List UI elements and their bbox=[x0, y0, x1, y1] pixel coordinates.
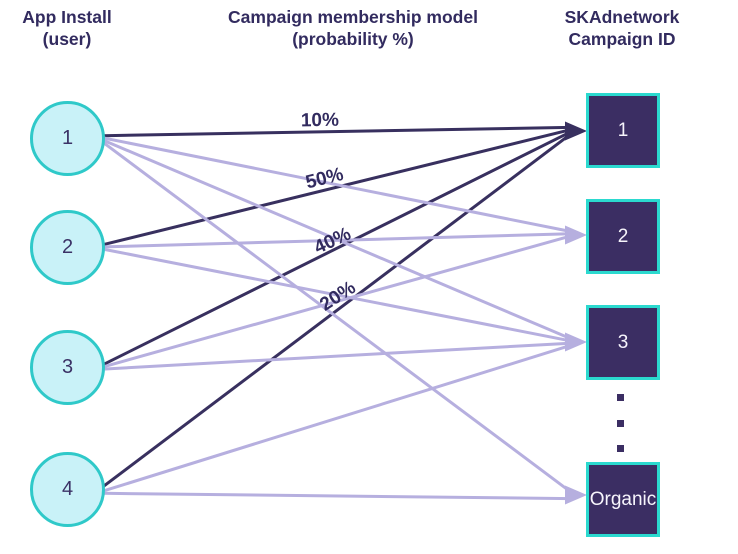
probability-label-10: 10% bbox=[301, 110, 339, 132]
ellipsis-dot bbox=[617, 394, 624, 401]
header-line-1: SKAdnetwork bbox=[564, 7, 680, 27]
arrowhead-campaign-3 bbox=[565, 332, 587, 352]
header-line-2: (user) bbox=[42, 29, 92, 49]
user-node-3: 3 bbox=[30, 330, 105, 405]
header-line-1: App Install bbox=[22, 7, 112, 27]
column-header-skadnetwork: SKAdnetwork Campaign ID bbox=[565, 6, 680, 50]
user-node-1: 1 bbox=[30, 101, 105, 176]
edge-user1-campaign-Organic bbox=[102, 141, 571, 493]
edge-user2-campaign-3 bbox=[102, 247, 571, 343]
user-node-label: 2 bbox=[61, 236, 74, 258]
ellipsis-dot bbox=[617, 445, 624, 452]
arrowhead-campaign-2 bbox=[565, 225, 587, 245]
probability-label-50: 50% bbox=[304, 164, 346, 194]
campaign-node-label: 1 bbox=[617, 119, 629, 141]
user-node-label: 4 bbox=[61, 478, 74, 500]
arrowhead-campaign-1 bbox=[565, 121, 587, 141]
header-line-2: Campaign ID bbox=[568, 29, 676, 49]
edge-user4-campaign-3 bbox=[102, 344, 571, 493]
column-header-membership-model: Campaign membership model (probability %… bbox=[228, 6, 478, 50]
campaign-node-2: 2 bbox=[586, 199, 660, 274]
edge-arrows-group bbox=[565, 121, 587, 505]
campaign-node-label: 3 bbox=[617, 331, 629, 353]
header-line-1: Campaign membership model bbox=[228, 7, 478, 27]
header-line-2: (probability %) bbox=[292, 29, 414, 49]
edge-user2-campaign-1 bbox=[102, 128, 571, 247]
edge-user3-campaign-1 bbox=[102, 130, 571, 367]
edge-user4-campaign-1 bbox=[102, 133, 571, 488]
user-node-label: 3 bbox=[61, 356, 74, 378]
edge-user1-campaign-1 bbox=[102, 125, 571, 138]
campaign-node-label: Organic bbox=[589, 488, 657, 510]
edge-user1-campaign-2 bbox=[102, 136, 571, 233]
ellipsis-dot bbox=[617, 420, 624, 427]
campaign-node-label: 2 bbox=[617, 225, 629, 247]
edge-user3-campaign-2 bbox=[102, 234, 571, 369]
edge-user3-campaign-3 bbox=[102, 341, 571, 371]
user-node-2: 2 bbox=[30, 210, 105, 285]
campaign-node-1: 1 bbox=[586, 93, 660, 168]
probability-label-40: 40% bbox=[311, 223, 354, 258]
edge-lines-group bbox=[102, 125, 571, 501]
campaign-node-3: 3 bbox=[586, 305, 660, 380]
arrowhead-campaign-Organic bbox=[565, 485, 587, 505]
edge-user1-campaign-3 bbox=[102, 138, 571, 340]
user-node-4: 4 bbox=[30, 452, 105, 527]
column-header-app-install: App Install (user) bbox=[22, 6, 111, 50]
campaign-node-organic: Organic bbox=[586, 462, 660, 537]
edge-user4-campaign-Organic bbox=[102, 491, 571, 501]
user-node-label: 1 bbox=[61, 127, 74, 149]
